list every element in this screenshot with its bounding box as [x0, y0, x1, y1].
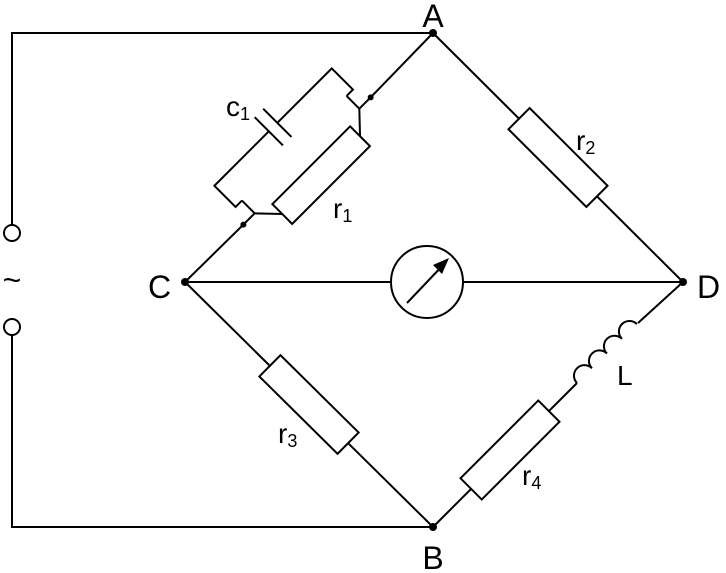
- label-l: L: [617, 360, 633, 391]
- capacitor-plate-left: [253, 116, 284, 147]
- resistor-r3: [257, 353, 361, 456]
- node-label-d: D: [697, 269, 720, 305]
- label-r1: r1: [333, 193, 352, 226]
- label-r1-sub: 1: [342, 206, 352, 226]
- parallel-group-c1-r1: [212, 66, 374, 228]
- resistor-r1: [270, 124, 372, 226]
- node-label-b: B: [422, 540, 443, 573]
- label-r4-main: r: [522, 460, 531, 491]
- capacitor-plate-right: [262, 107, 293, 138]
- galvanometer-arrowhead-icon: [433, 258, 449, 274]
- source-terminal-bottom: [3, 318, 21, 336]
- label-r4-sub: 4: [531, 473, 541, 493]
- source-wire-bottom: [11, 333, 433, 528]
- wire-c-junction: [184, 224, 244, 283]
- label-r2: r2: [576, 125, 595, 158]
- label-r1-main: r: [333, 193, 342, 224]
- r1-lead-left: [242, 212, 256, 226]
- capacitor-wire-right: [276, 66, 355, 124]
- junction-dot-left: [240, 221, 247, 228]
- junction-stub-right: [345, 95, 361, 110]
- junction-stub-left: [241, 199, 256, 215]
- node-dot-a: [429, 29, 437, 37]
- node-dot-c: [181, 278, 189, 286]
- node-dot-b: [429, 523, 437, 531]
- label-c1: c1: [226, 91, 250, 124]
- source-wire-top: [11, 32, 433, 225]
- wire-junction-a: [370, 32, 434, 98]
- source-terminal-top: [3, 224, 21, 242]
- node-label-a: A: [422, 0, 444, 34]
- label-c1-sub: 1: [240, 104, 250, 124]
- r1-bend-left: [254, 212, 283, 216]
- node-label-c: C: [148, 269, 171, 305]
- label-c1-main: c: [226, 91, 240, 122]
- label-r3-sub: 3: [287, 431, 297, 451]
- ac-source-symbol: ~: [3, 262, 22, 298]
- galvanometer: [390, 245, 464, 319]
- label-r3: r3: [278, 418, 297, 451]
- node-dot-d: [679, 278, 687, 286]
- label-r4: r4: [522, 460, 541, 493]
- junction-dot-right: [367, 94, 374, 101]
- label-r2-main: r: [576, 125, 585, 156]
- resistor-r2: [507, 106, 609, 209]
- label-r2-sub: 2: [585, 138, 595, 158]
- wire-l-d: [637, 281, 684, 324]
- capacitor-wire-left: [212, 130, 270, 209]
- label-r3-main: r: [278, 418, 287, 449]
- resistor-r4: [459, 399, 561, 501]
- r1-bend-right: [358, 108, 362, 137]
